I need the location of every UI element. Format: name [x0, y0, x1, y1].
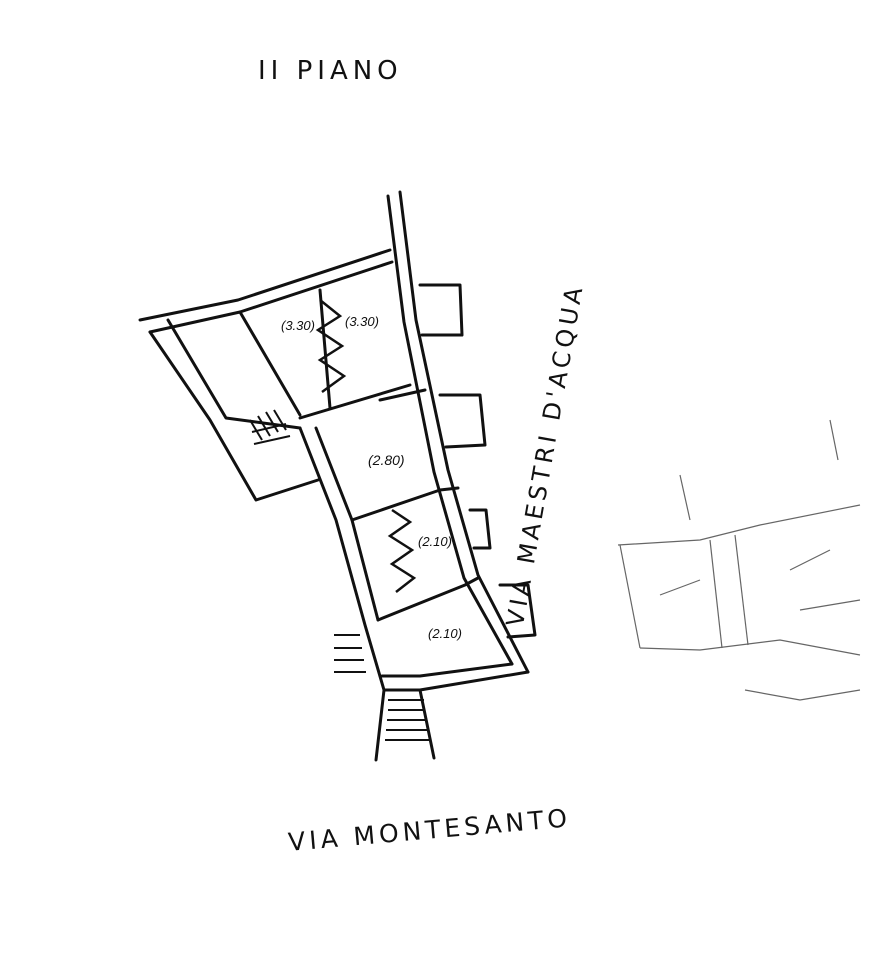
east-wall-outer	[398, 190, 530, 674]
west-wing-outer	[148, 330, 320, 502]
partition-1b	[378, 388, 427, 402]
partition-1	[298, 383, 412, 420]
east-wall-inner	[386, 194, 514, 666]
floor-label: II PIANO	[258, 56, 403, 86]
room-height-label: (3.30)	[281, 318, 315, 333]
room-height-label: (2.10)	[428, 626, 462, 641]
stair-steps	[334, 634, 430, 741]
room-height-label: (3.30)	[345, 314, 379, 329]
balcony-3	[468, 508, 492, 550]
south-wall-inner	[380, 662, 514, 678]
hatch-marks	[249, 409, 291, 445]
balcony-2	[438, 393, 487, 449]
west-wall	[298, 426, 386, 692]
north-wall	[138, 248, 392, 322]
stair-rail-right	[418, 688, 436, 760]
balcony-4	[498, 583, 537, 639]
room-height-label: (2.80)	[368, 452, 405, 468]
wing-partition	[238, 310, 302, 417]
site-sketch	[617, 419, 861, 701]
west-wing-inner	[166, 318, 302, 430]
balcony-1	[418, 283, 464, 337]
stair-zigzags	[315, 299, 417, 593]
partition-3	[376, 576, 480, 622]
stair-rail-left	[374, 688, 386, 762]
room-height-label: (2.10)	[418, 534, 452, 549]
partition-2	[350, 486, 460, 522]
